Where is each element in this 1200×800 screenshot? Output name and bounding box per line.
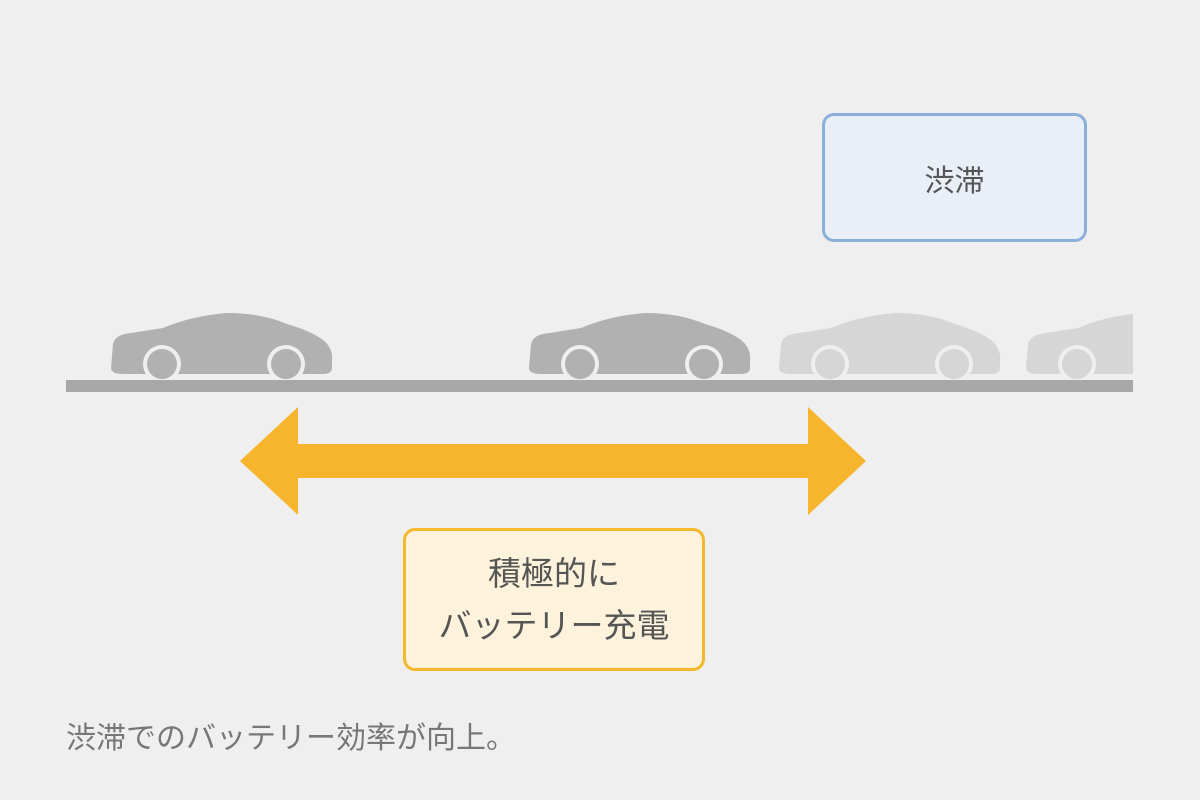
caption: 渋滞でのバッテリー効率が向上。 [66,721,516,756]
battery-charge-box: 積極的に バッテリー充電 [403,528,705,671]
car-icon [111,313,333,383]
traffic-jam-box: 渋滞 [822,113,1087,242]
road [66,380,1133,392]
battery-charge-line-1: 積極的に [488,553,620,593]
double-arrow-icon [240,407,866,515]
car-icon [779,313,1001,383]
car-icon [529,313,751,383]
battery-charge-line-2: バッテリー充電 [438,605,670,645]
car-icon [1026,313,1133,383]
traffic-jam-label: 渋滞 [924,163,985,199]
